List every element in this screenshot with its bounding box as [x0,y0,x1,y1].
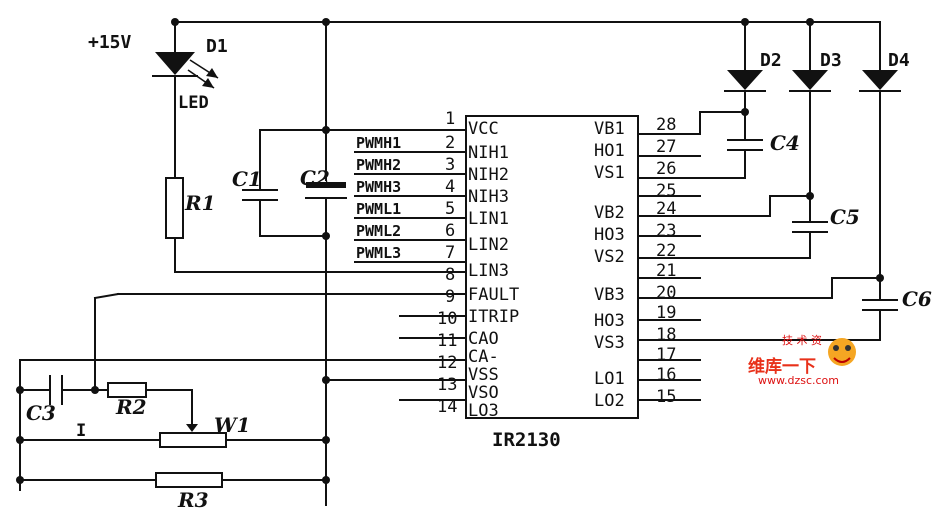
d2-label: D2 [760,50,782,71]
svg-text:PWMH3: PWMH3 [356,178,401,196]
r2-label: R2 [115,395,147,419]
current-sense-network [16,292,331,491]
ic-left-pin-names: VCC NIH1 NIH2 NIH3 LIN1 LIN2 LIN3 FAULT … [468,119,519,421]
c5-label: C5 [830,205,860,229]
r3-label: R3 [177,488,209,512]
svg-text:25: 25 [656,181,676,201]
ic-name: IR2130 [492,429,561,451]
svg-text:VS3: VS3 [594,333,625,353]
svg-text:CAO: CAO [468,329,499,349]
watermark-top: 技 术 资 [782,334,822,347]
svg-text:21: 21 [656,261,676,281]
svg-text:ITRIP: ITRIP [468,307,519,327]
diode-d3-c5 [789,70,831,259]
svg-text:VS1: VS1 [594,163,625,183]
svg-text:10: 10 [437,309,457,329]
svg-text:LIN3: LIN3 [468,261,509,281]
watermark-line2: www.dzsc.com [758,374,839,387]
svg-text:VS2: VS2 [594,247,625,267]
svg-text:PWML1: PWML1 [356,200,401,218]
svg-text:14: 14 [437,397,457,417]
svg-text:FAULT: FAULT [468,285,519,305]
svg-text:3: 3 [445,155,455,175]
svg-text:PWMH1: PWMH1 [356,134,401,152]
ic-right-pin-names: VB1 HO1 VS1 VB2 HO3 VS2 VB3 HO3 VS3 LO1 … [594,119,625,411]
svg-text:18: 18 [656,325,676,345]
watermark-logo: 技 术 资 维库一下 www.dzsc.com [748,334,856,387]
ic-right-pin-numbers: 28 27 26 25 24 23 22 21 20 19 18 17 16 1… [656,115,676,407]
c4-label: C4 [770,131,800,155]
c3-label: C3 [26,401,56,425]
svg-text:LIN1: LIN1 [468,209,509,229]
svg-text:15: 15 [656,387,676,407]
w1-label: W1 [214,413,250,437]
svg-text:16: 16 [656,365,676,385]
led-d1-name: D1 [206,36,228,57]
svg-text:13: 13 [437,375,457,395]
c1-label: C1 [232,167,262,191]
svg-text:27: 27 [656,137,676,157]
svg-text:24: 24 [656,199,676,219]
diode-d4-c6 [859,70,901,341]
svg-text:11: 11 [437,331,457,351]
svg-text:LIN2: LIN2 [468,235,509,255]
svg-text:PWML2: PWML2 [356,222,401,240]
r1-label: R1 [184,191,216,215]
c2-label: C2 [300,166,330,190]
svg-text:VB2: VB2 [594,203,625,223]
top-rail [171,18,881,181]
svg-text:4: 4 [445,177,455,197]
supply-label: +15V [88,32,132,53]
svg-text:PWML3: PWML3 [356,244,401,262]
svg-text:VSS: VSS [468,365,499,385]
svg-text:22: 22 [656,241,676,261]
svg-text:17: 17 [656,345,676,365]
svg-text:LO3: LO3 [468,401,499,421]
svg-text:28: 28 [656,115,676,135]
svg-text:HO1: HO1 [594,141,625,161]
diode-d2-c4 [724,70,766,179]
svg-text:LO2: LO2 [594,391,625,411]
svg-text:HO3: HO3 [594,311,625,331]
svg-text:5: 5 [445,199,455,219]
svg-text:20: 20 [656,283,676,303]
d4-label: D4 [888,50,910,71]
svg-text:VSO: VSO [468,383,499,403]
d3-label: D3 [820,50,842,71]
led-d1-text: LED [178,93,209,113]
ic-left-pin-numbers: 1 2 3 4 5 6 7 8 9 10 11 12 13 14 [437,109,457,417]
svg-text:PWMH2: PWMH2 [356,156,401,174]
vcc-net [242,126,467,506]
svg-text:VCC: VCC [468,119,499,139]
pwm-signal-labels: PWMH1 PWMH2 PWMH3 PWML1 PWML2 PWML3 [356,134,401,262]
svg-text:9: 9 [445,287,455,307]
svg-text:26: 26 [656,159,676,179]
pwm-input-wires [117,151,467,401]
svg-text:12: 12 [437,353,457,373]
svg-text:19: 19 [656,303,676,323]
c6-label: C6 [902,287,932,311]
svg-text:2: 2 [445,133,455,153]
svg-text:LO1: LO1 [594,369,625,389]
svg-text:VB1: VB1 [594,119,625,139]
watermark-line1: 维库一下 [748,356,816,377]
ic-ir2130-body [465,115,639,419]
current-label: I [76,421,86,441]
svg-text:NIH1: NIH1 [468,143,509,163]
resistor-r1 [165,177,467,273]
svg-text:NIH2: NIH2 [468,165,509,185]
svg-text:1: 1 [445,109,455,129]
svg-text:6: 6 [445,221,455,241]
svg-text:NIH3: NIH3 [468,187,509,207]
svg-text:23: 23 [656,221,676,241]
svg-text:7: 7 [445,243,455,263]
ic-right-wires [637,111,881,401]
svg-text:CA-: CA- [468,347,499,367]
svg-text:VB3: VB3 [594,285,625,305]
svg-text:8: 8 [445,265,455,285]
svg-text:HO3: HO3 [594,225,625,245]
led-d1 [152,52,219,179]
